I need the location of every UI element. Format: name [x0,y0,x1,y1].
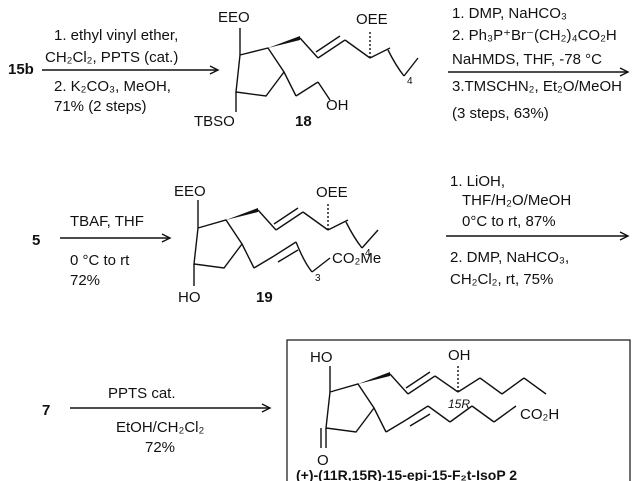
row3-condition-c: 72% [145,439,175,456]
compound-19-oee: OEE [316,184,348,201]
row2-step2-condition-c: 0°C to rt, 87% [462,213,556,230]
row1-arrow-2-head [619,67,630,77]
product-2-caption: (+)-(11R,15R)-15-epi-15-F₂t-IsoP 2 [296,467,517,481]
product-2-stereo-label: 15R [448,397,470,411]
compound-18-oee: OEE [356,11,388,28]
row2-arrow-1-head [161,233,172,243]
row3-arrow-head [261,403,272,413]
row2-step2-condition-d: 2. DMP, NaHCO₃, [450,249,569,266]
row1-step1-condition-c: 2. K₂CO₃, MeOH, [54,78,171,95]
product-2-oh: OH [448,347,471,364]
compound-18-eeo: EEO [218,9,250,26]
row2-step1-condition-b: 0 °C to rt [70,252,130,269]
compound-18-tbso: TBSO [194,113,235,130]
product-2-structure [320,364,547,448]
compound-19-chain-subscript: 4 [365,248,371,259]
row1-step2-condition-d: 3.TMSCHN₂, Et₂O/MeOH [452,78,622,95]
row3-condition-a: PPTS cat. [108,385,176,402]
compound-19-structure [193,200,379,286]
product-2-ho: HO [310,349,333,366]
row3-condition-b: EtOH/CH₂Cl₂ [116,419,204,436]
compound-19-ho: HO [178,289,201,306]
compound-19-ester: CO₂Me [332,250,381,267]
row1-step1-condition-a: 1. ethyl vinyl ether, [54,27,178,44]
compound-19-eeo: EEO [174,183,206,200]
row1-step1-condition-d: 71% (2 steps) [54,98,147,115]
row2-step1-condition-c: 72% [70,272,100,289]
row1-step2-condition-b: 2. Ph₃P⁺Br⁻(CH₂)₄CO₂H [452,27,617,44]
compound-18-structure [235,28,419,112]
compound-15b-label: 15b [8,61,34,78]
row2-step2-condition-a: 1. LiOH, [450,173,505,190]
product-box [286,339,631,481]
compound-18-label: 18 [295,113,312,130]
row1-step2-condition-e: (3 steps, 63%) [452,105,549,122]
row1-step2-condition-c: NaHMDS, THF, -78 °C [452,51,602,68]
row2-arrow-2-head [619,231,630,241]
compound-19-ester-subscript: 3 [315,273,321,284]
compound-19-label: 19 [256,289,273,306]
row2-step1-condition-a: TBAF, THF [70,213,144,230]
compound-18-oh: OH [326,97,349,114]
product-2-acid: CO₂H [520,406,559,423]
compound-7-label: 7 [42,402,50,419]
row2-step2-condition-b: THF/H₂O/MeOH [462,192,571,209]
compound-5-label: 5 [32,232,40,249]
row1-arrow-1-head [209,65,220,75]
product-2-ketone-o: O [317,452,329,469]
compound-18-chain-subscript: 4 [407,76,413,87]
row1-step1-condition-b: CH₂Cl₂, PPTS (cat.) [45,49,178,66]
row1-step2-condition-a: 1. DMP, NaHCO₃ [452,5,567,22]
row2-step2-condition-e: CH₂Cl₂, rt, 75% [450,271,553,288]
